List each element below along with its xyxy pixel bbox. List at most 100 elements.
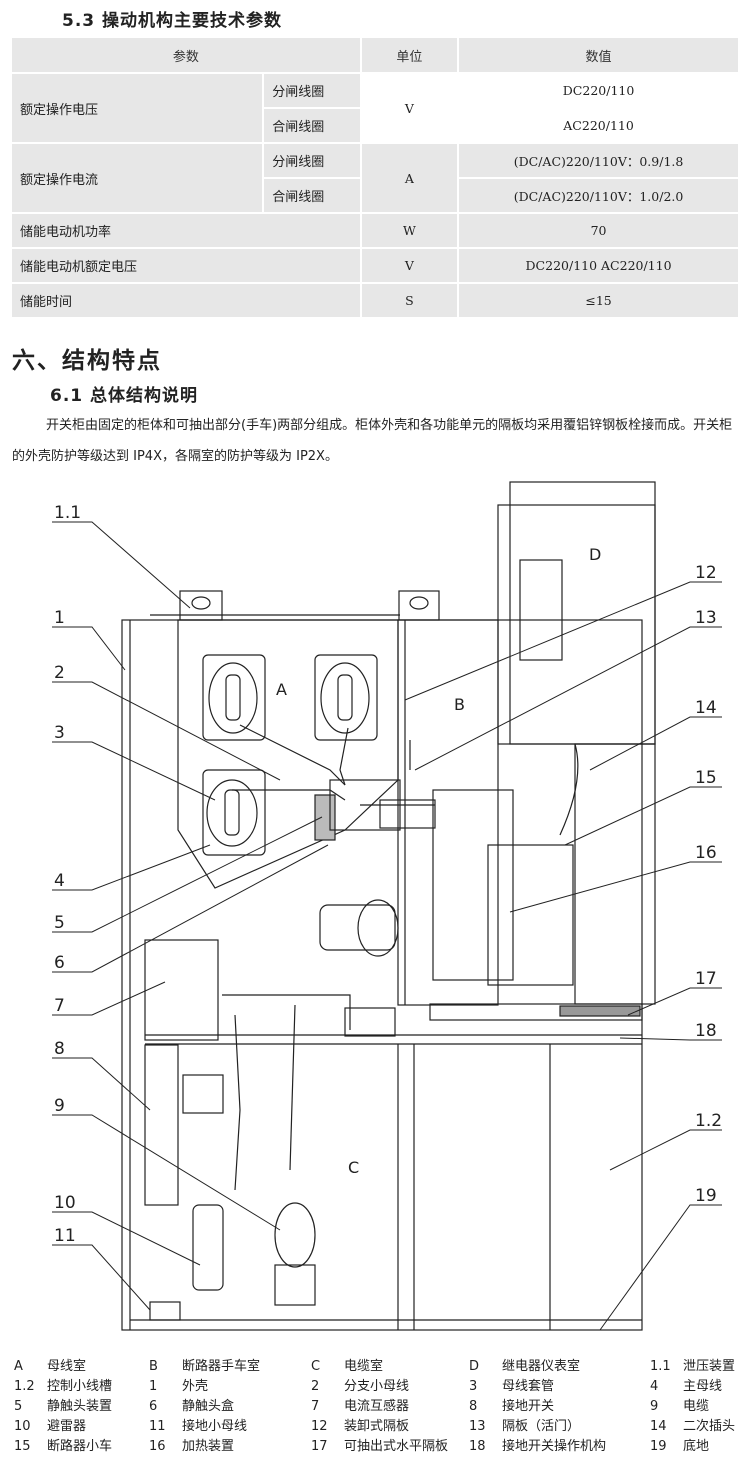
legend-code: 14 [650, 1419, 667, 1434]
legend-code: 1.2 [14, 1379, 35, 1394]
compartment-label-b: B [454, 695, 465, 714]
header-unit: 单位 [361, 38, 458, 72]
legend-text: 隔板（活门） [502, 1419, 581, 1434]
legend-code: 3 [469, 1379, 478, 1394]
callout-11: 11 [54, 1226, 76, 1246]
legend-code: C [311, 1359, 321, 1374]
legend-code: 18 [469, 1439, 486, 1454]
value-cell: (DC/AC)220/110V：0.9/1.8 [459, 144, 738, 177]
sub-param-cell: 合闸线圈 [264, 109, 360, 142]
legend-code: 19 [650, 1439, 667, 1454]
legend-code: 13 [469, 1419, 486, 1434]
legend-code: 5 [14, 1399, 23, 1414]
legend-text: 加热装置 [182, 1439, 235, 1454]
callout-2: 2 [54, 663, 65, 683]
callout-7: 7 [54, 996, 65, 1016]
legend-item: 12 装卸式隔板 [311, 1415, 409, 1434]
legend-code: 6 [149, 1399, 158, 1414]
legend-code: 17 [311, 1439, 328, 1454]
legend-text: 断路器小车 [47, 1439, 113, 1454]
value-cell: DC220/110 AC220/110 [459, 249, 738, 282]
structure-paragraph: 开关柜由固定的柜体和可抽出部分(手车)两部分组成。柜体外壳和各功能单元的隔板均采… [12, 418, 733, 464]
table-row: 储能电动机额定电压 V DC220/110 AC220/110 [12, 249, 738, 282]
legend-code: 11 [149, 1419, 166, 1434]
section-6-1-title: 6.1 总体结构说明 [50, 386, 199, 406]
legend-text: 外壳 [182, 1379, 209, 1394]
param-cell: 储能时间 [12, 284, 360, 317]
callout-3: 3 [54, 723, 65, 743]
legend-text: 电缆 [683, 1399, 710, 1414]
legend-code: 12 [311, 1419, 328, 1434]
callout-19: 19 [695, 1186, 717, 1206]
legend-text: 电缆室 [344, 1359, 384, 1374]
legend-text: 底地 [683, 1439, 710, 1454]
callout-1-1: 1.1 [54, 503, 81, 523]
unit-cell: V [361, 249, 458, 282]
unit-cell: S [361, 284, 458, 317]
legend-text: 接地开关 [502, 1399, 555, 1414]
unit-cell: A [361, 144, 458, 212]
legend-code: 9 [650, 1399, 659, 1414]
callout-8: 8 [54, 1039, 65, 1059]
header-param: 参数 [12, 38, 360, 72]
callout-14: 14 [695, 698, 717, 718]
legend-code: 8 [469, 1399, 478, 1414]
legend-code: 15 [14, 1439, 31, 1454]
legend-text: 母线套管 [502, 1379, 555, 1394]
callout-9: 9 [54, 1096, 65, 1116]
table-row: 合闸线圈 AC220/110 [12, 109, 738, 142]
callout-10: 10 [54, 1193, 76, 1213]
unit-cell: W [361, 214, 458, 247]
callout-1: 1 [54, 608, 65, 628]
legend-text: 装卸式隔板 [344, 1419, 410, 1434]
callout-6: 6 [54, 953, 65, 973]
legend-code: B [149, 1359, 158, 1374]
legend-text: 接地开关操作机构 [502, 1439, 607, 1454]
value-cell: 70 [459, 214, 738, 247]
legend-item: 9 电缆 [650, 1395, 709, 1414]
table-header-row: 参数 单位 数值 [12, 38, 738, 72]
switchgear-diagram: A B C D 1.1 1 2 3 4 5 6 7 8 [52, 481, 722, 1331]
compartment-label-c: C [348, 1158, 359, 1177]
legend-item: 8 接地开关 [469, 1395, 554, 1414]
legend-item: 6 静触头盒 [149, 1395, 234, 1414]
legend-item: 18 接地开关操作机构 [469, 1435, 606, 1454]
callout-15: 15 [695, 768, 717, 788]
legend-text: 继电器仪表室 [502, 1359, 581, 1374]
legend-text: 分支小母线 [344, 1379, 410, 1394]
table-row: 储能时间 S ≤15 [12, 284, 738, 317]
legend-text: 静触头盒 [182, 1399, 235, 1414]
callout-5: 5 [54, 913, 65, 933]
legend-code: 4 [650, 1379, 659, 1394]
parameters-table: 参数 单位 数值 额定操作电压 分闸线圈 V DC220/110 合闸线圈 AC… [10, 36, 740, 319]
legend-item: 19 底地 [650, 1435, 709, 1454]
compartment-label-d: D [589, 545, 601, 564]
legend-code: 16 [149, 1439, 166, 1454]
sub-param-cell: 分闸线圈 [264, 144, 360, 177]
legend-item: 3 母线套管 [469, 1375, 554, 1394]
legend-text: 避雷器 [47, 1419, 87, 1434]
value-cell: (DC/AC)220/110V：1.0/2.0 [459, 179, 738, 212]
callout-18: 18 [695, 1021, 717, 1041]
callout-4: 4 [54, 871, 65, 891]
param-cell: 储能电动机额定电压 [12, 249, 360, 282]
param-cell: 额定操作电压 [12, 74, 263, 142]
header-value: 数值 [459, 38, 738, 72]
value-cell: AC220/110 [459, 109, 738, 142]
